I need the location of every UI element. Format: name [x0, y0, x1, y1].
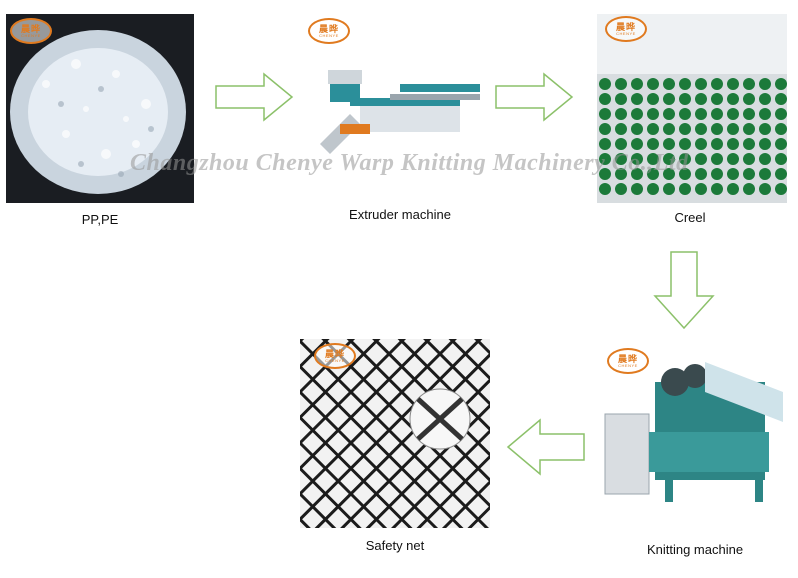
- safety-net-photo: 晨晔 CHENYE: [300, 339, 490, 528]
- knitting-machine-image: [595, 342, 783, 510]
- chenye-logo: 晨晔 CHENYE: [607, 348, 649, 374]
- logo-english: CHENYE: [319, 32, 339, 38]
- extruder-photo: 晨晔 CHENYE: [300, 14, 490, 202]
- caption-creel: Creel: [674, 210, 706, 225]
- chenye-logo: 晨晔 CHENYE: [10, 18, 52, 44]
- pp-pe-photo: 晨晔 CHENYE: [6, 14, 194, 203]
- logo-chinese: 晨晔: [617, 353, 638, 364]
- company-watermark: Changzhou Chenye Warp Knitting Machinery…: [130, 150, 689, 176]
- creel-photo: 晨晔 CHENYE: [597, 14, 787, 203]
- website-url: http://www.cn-chenye.com: [468, 480, 574, 490]
- arrow-left: [506, 418, 585, 476]
- creel-image: [597, 14, 787, 203]
- logo-english: CHENYE: [325, 357, 345, 363]
- logo-english: CHENYE: [618, 362, 638, 368]
- logo-chinese: 晨晔: [20, 23, 41, 34]
- logo-chinese: 晨晔: [324, 348, 345, 359]
- arrow-down: [653, 251, 715, 330]
- caption-safety-net: Safety net: [365, 538, 425, 553]
- caption-pp-pe: PP,PE: [81, 212, 119, 227]
- caption-extruder: Extruder machine: [349, 207, 451, 222]
- pp-pe-granules-image: [6, 14, 194, 203]
- extruder-machine-image: [300, 14, 490, 202]
- logo-english: CHENYE: [21, 32, 41, 38]
- arrow-right-2: [495, 72, 574, 122]
- arrow-right-1: [215, 72, 294, 122]
- caption-knitting: Knitting machine: [646, 542, 744, 557]
- chenye-logo: 晨晔 CHENYE: [605, 16, 647, 42]
- chenye-logo: 晨晔 CHENYE: [308, 18, 350, 44]
- logo-chinese: 晨晔: [615, 21, 636, 32]
- logo-chinese: 晨晔: [318, 23, 339, 34]
- knitting-photo: 晨晔 CHENYE: [595, 342, 783, 510]
- safety-net-image: [300, 339, 490, 528]
- logo-english: CHENYE: [616, 30, 636, 36]
- chenye-logo: 晨晔 CHENYE: [314, 343, 356, 369]
